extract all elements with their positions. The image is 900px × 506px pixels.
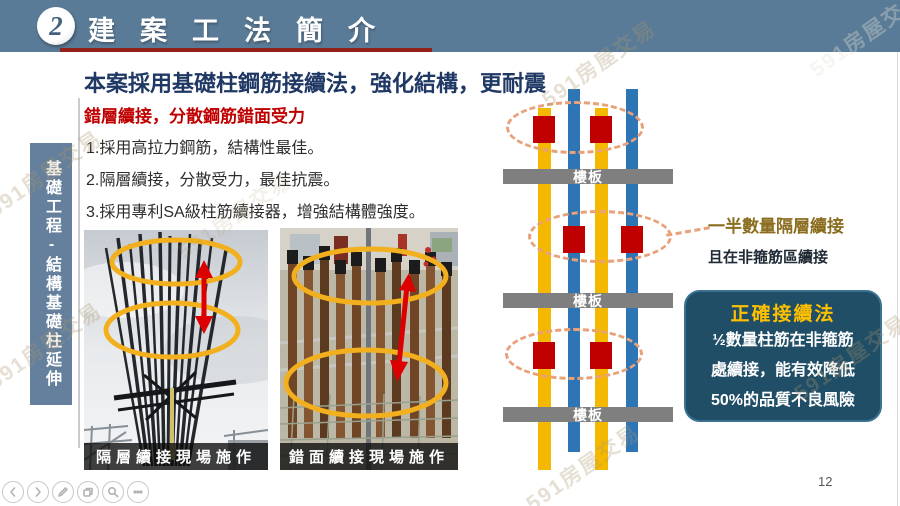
page-number: 12 — [818, 474, 833, 489]
floor-slab-2-label: 樓板 — [573, 292, 603, 309]
slide-title: 建案工法簡介 — [88, 16, 400, 46]
bullet-1: 1.採用高拉力鋼筋，結構性最佳。 — [86, 140, 324, 157]
photo1-ellipse-bottom — [103, 300, 241, 360]
photo1-image — [84, 230, 268, 470]
photo1-red-arrow — [195, 260, 213, 334]
bullet-2: 2.隔層續接，分散受力，最佳抗震。 — [86, 172, 340, 189]
prev-slide-button[interactable] — [2, 481, 24, 503]
viewer-toolbar — [2, 481, 149, 503]
header-bar: 2 建案工法簡介 — [0, 0, 900, 52]
photo-interlayer-splicing: 隔層續接現場施作 — [84, 230, 268, 470]
floor-slab-1: 樓板 — [503, 168, 673, 185]
sub-heading: 錯層續接，分散鋼筋錯面受力 — [84, 107, 305, 126]
correct-method-line-2: 處續接，能有效降低 — [710, 362, 855, 379]
copy-slides-icon — [83, 487, 93, 497]
rebar-yellow-1 — [538, 108, 551, 470]
slide-right-edge — [897, 52, 898, 506]
correct-method-box: 正確接續法 ½數量柱筋在非箍筋 處續接，能有效降低 50%的品質不良風險 — [684, 290, 882, 422]
correct-method-line-1: ½數量柱筋在非箍筋 — [712, 332, 854, 349]
callout-dashed-connector — [666, 226, 710, 237]
section-number-badge: 2 — [37, 7, 75, 45]
photo2-ellipse-bottom — [283, 347, 449, 419]
floor-slab-3: 樓板 — [503, 406, 673, 423]
bullet-3: 3.採用專利SA級柱筋續接器，增強結構體強度。 — [86, 204, 425, 221]
sidebar-section-tab: 基礎工程-結構基礎柱延伸 — [30, 143, 72, 405]
floor-slab-2: 樓板 — [503, 292, 673, 309]
title-underline — [60, 48, 432, 52]
next-slide-button[interactable] — [27, 481, 49, 503]
vertical-divider — [78, 98, 80, 448]
photo2-red-arrow — [390, 273, 416, 382]
photo-staggered-splicing: 錯面續接現場施作 — [280, 228, 458, 470]
more-options-button[interactable] — [127, 481, 149, 503]
annotation-half-splicing: 一半數量隔層續接 — [708, 217, 844, 236]
photo1-ellipse-top — [109, 237, 243, 287]
highlight-ellipse-bottom — [505, 328, 643, 380]
photo2-caption: 錯面續接現場施作 — [280, 443, 458, 470]
rebar-yellow-2 — [595, 108, 608, 470]
correct-method-title: 正確接續法 — [730, 304, 836, 325]
correct-method-line-3: 50%的品質不良風險 — [710, 392, 856, 409]
photo2-image — [280, 228, 458, 470]
floor-slab-3-label: 樓板 — [573, 406, 603, 423]
pencil-icon — [58, 487, 68, 497]
zoom-button[interactable] — [102, 481, 124, 503]
highlight-ellipse-mid — [528, 210, 672, 263]
magnifier-icon — [107, 486, 119, 498]
ellipsis-icon — [133, 490, 143, 494]
floor-slab-1-label: 樓板 — [573, 168, 603, 185]
main-heading: 本案採用基礎柱鋼筋接續法，強化結構，更耐震 — [84, 71, 547, 96]
annotation-non-stirrup: 且在非箍筋區續接 — [708, 249, 829, 266]
slides-overview-button[interactable] — [77, 481, 99, 503]
chevron-right-icon — [35, 487, 41, 497]
sidebar-section-label: 基礎工程-結構基礎柱延伸 — [43, 159, 60, 389]
highlight-ellipse-top — [506, 101, 644, 154]
chevron-left-icon — [10, 487, 16, 497]
photo2-ellipse-top — [291, 246, 449, 306]
bullet-list: 1.採用高拉力鋼筋，結構性最佳。 2.隔層續接，分散受力，最佳抗震。 3.採用專… — [86, 133, 425, 229]
photo1-caption: 隔層續接現場施作 — [84, 443, 268, 470]
annotate-button[interactable] — [52, 481, 74, 503]
